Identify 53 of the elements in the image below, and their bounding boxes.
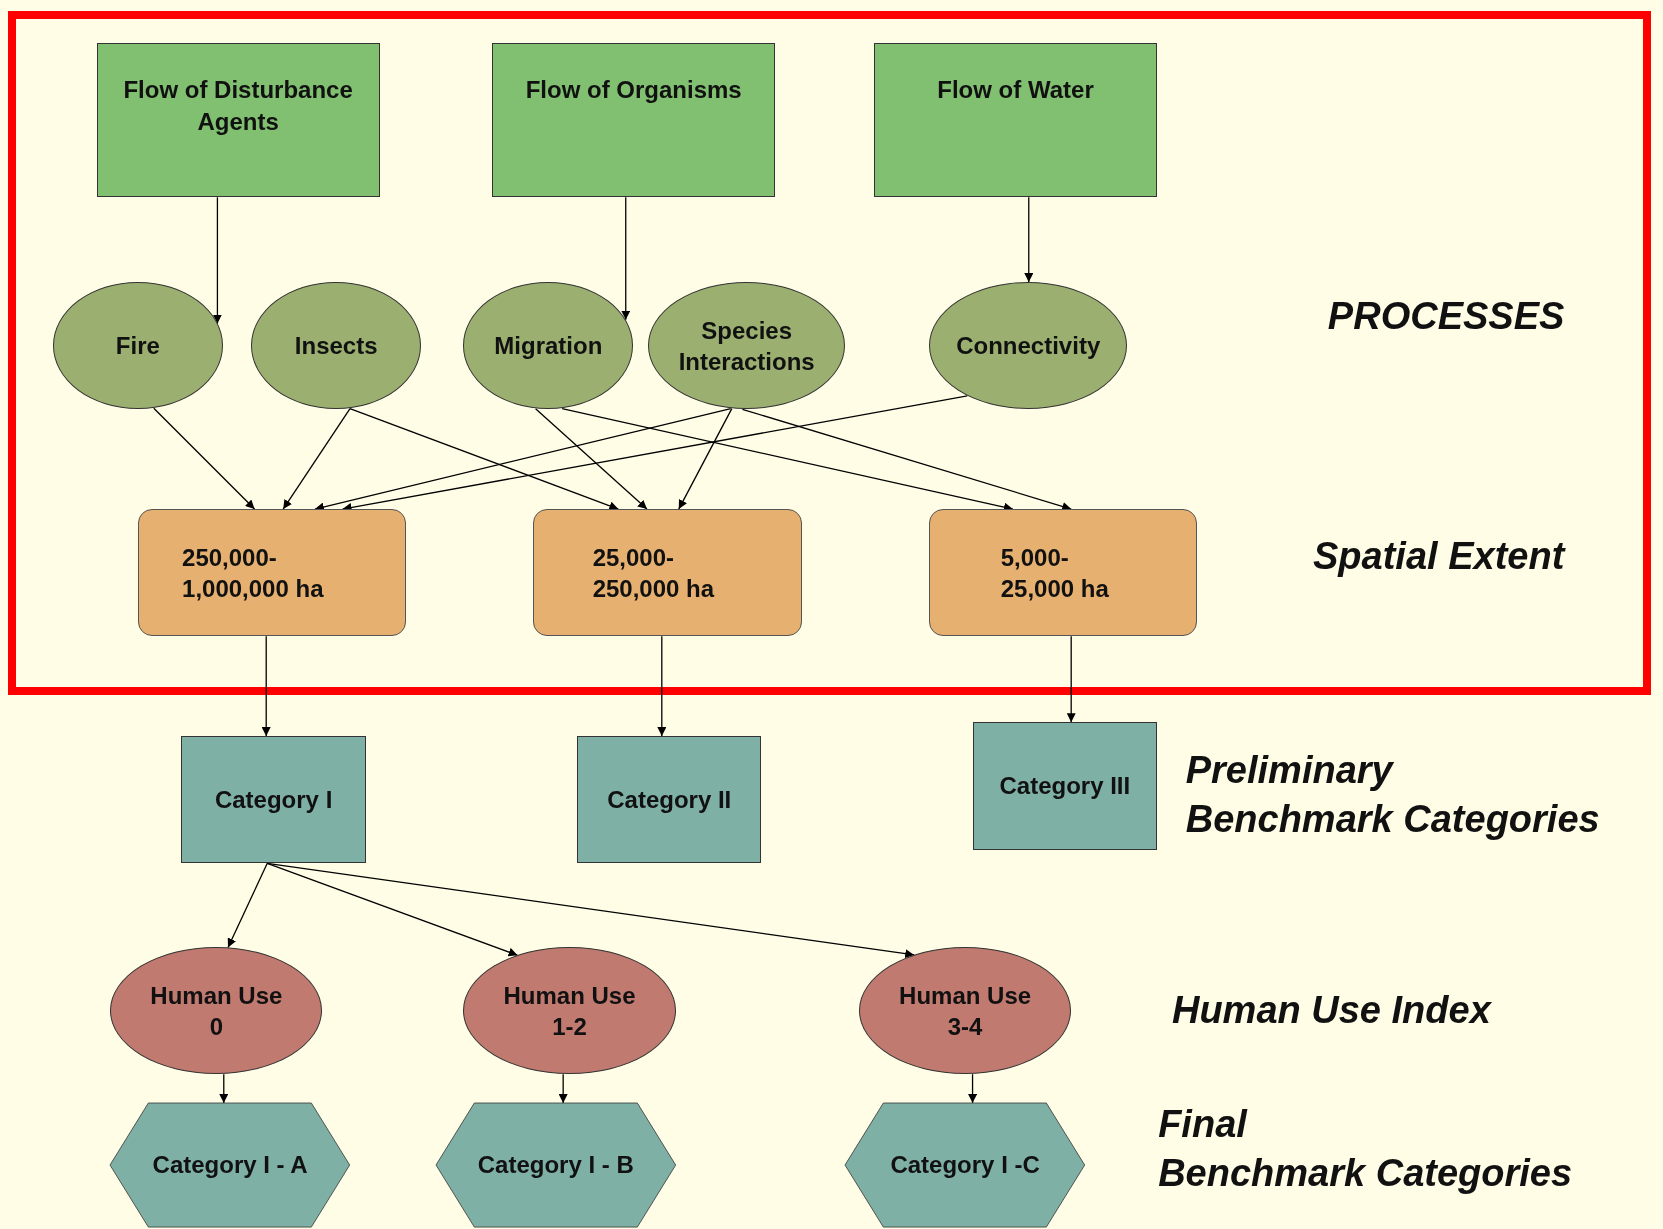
process-box (96, 43, 380, 198)
category-box (972, 722, 1158, 850)
arrow (678, 408, 733, 510)
arrow (266, 862, 915, 959)
arrow (261, 635, 271, 737)
category-hexagon (845, 1103, 1085, 1228)
arrow (282, 407, 351, 510)
extent-box (533, 509, 802, 637)
section-label: Final Benchmark Categories (1158, 1102, 1573, 1195)
arrow (266, 862, 519, 957)
category-hexagon (110, 1103, 350, 1228)
node-text: Species Interactions (677, 315, 816, 377)
extent-box (929, 509, 1198, 637)
node-text: 250,000- 1,000,000 ha (182, 542, 325, 604)
node-text: Category I - A (152, 1150, 308, 1181)
node-text: Human Use 3-4 (898, 980, 1033, 1042)
node-text: Human Use 0 (149, 980, 284, 1042)
arrow (1066, 635, 1076, 723)
category-box (181, 736, 366, 864)
arrow (153, 407, 256, 510)
node-text: Category II (607, 785, 732, 816)
node-text: Migration (494, 331, 603, 362)
node-text: Flow of Water (937, 75, 1094, 106)
node-text: Insects (294, 331, 378, 362)
arrow (227, 862, 268, 949)
process-box (873, 43, 1158, 198)
arrow (534, 408, 648, 510)
section-label: PROCESSES (1327, 294, 1565, 337)
node-text: Human Use 1-2 (502, 980, 637, 1042)
arrow (741, 408, 1072, 511)
arrow (558, 1073, 568, 1104)
category-hexagon (435, 1103, 676, 1228)
node-text: Category I - B (477, 1150, 634, 1181)
node-text: 25,000- 250,000 ha (592, 542, 716, 604)
category-box (576, 736, 762, 864)
node-text: 5,000- 25,000 ha (1000, 542, 1110, 604)
section-label: Preliminary Benchmark Categories (1185, 748, 1600, 840)
arrow (1024, 196, 1034, 283)
node-text: Flow of Organisms (525, 75, 742, 106)
node-text: Category III (999, 771, 1131, 802)
process-box (492, 43, 776, 198)
node-text: Category I (214, 785, 333, 816)
extent-box (137, 509, 407, 637)
node-text: Connectivity (956, 331, 1101, 362)
arrow (968, 1073, 978, 1104)
section-label: Spatial Extent (1313, 535, 1565, 578)
arrow (219, 1073, 229, 1104)
arrow (657, 635, 667, 737)
node-text: Flow of Disturbance Agents (122, 75, 354, 137)
section-label: Human Use Index (1171, 989, 1491, 1032)
arrow (349, 407, 619, 511)
node-text: Category I -C (890, 1150, 1040, 1181)
node-text: Fire (115, 331, 160, 362)
